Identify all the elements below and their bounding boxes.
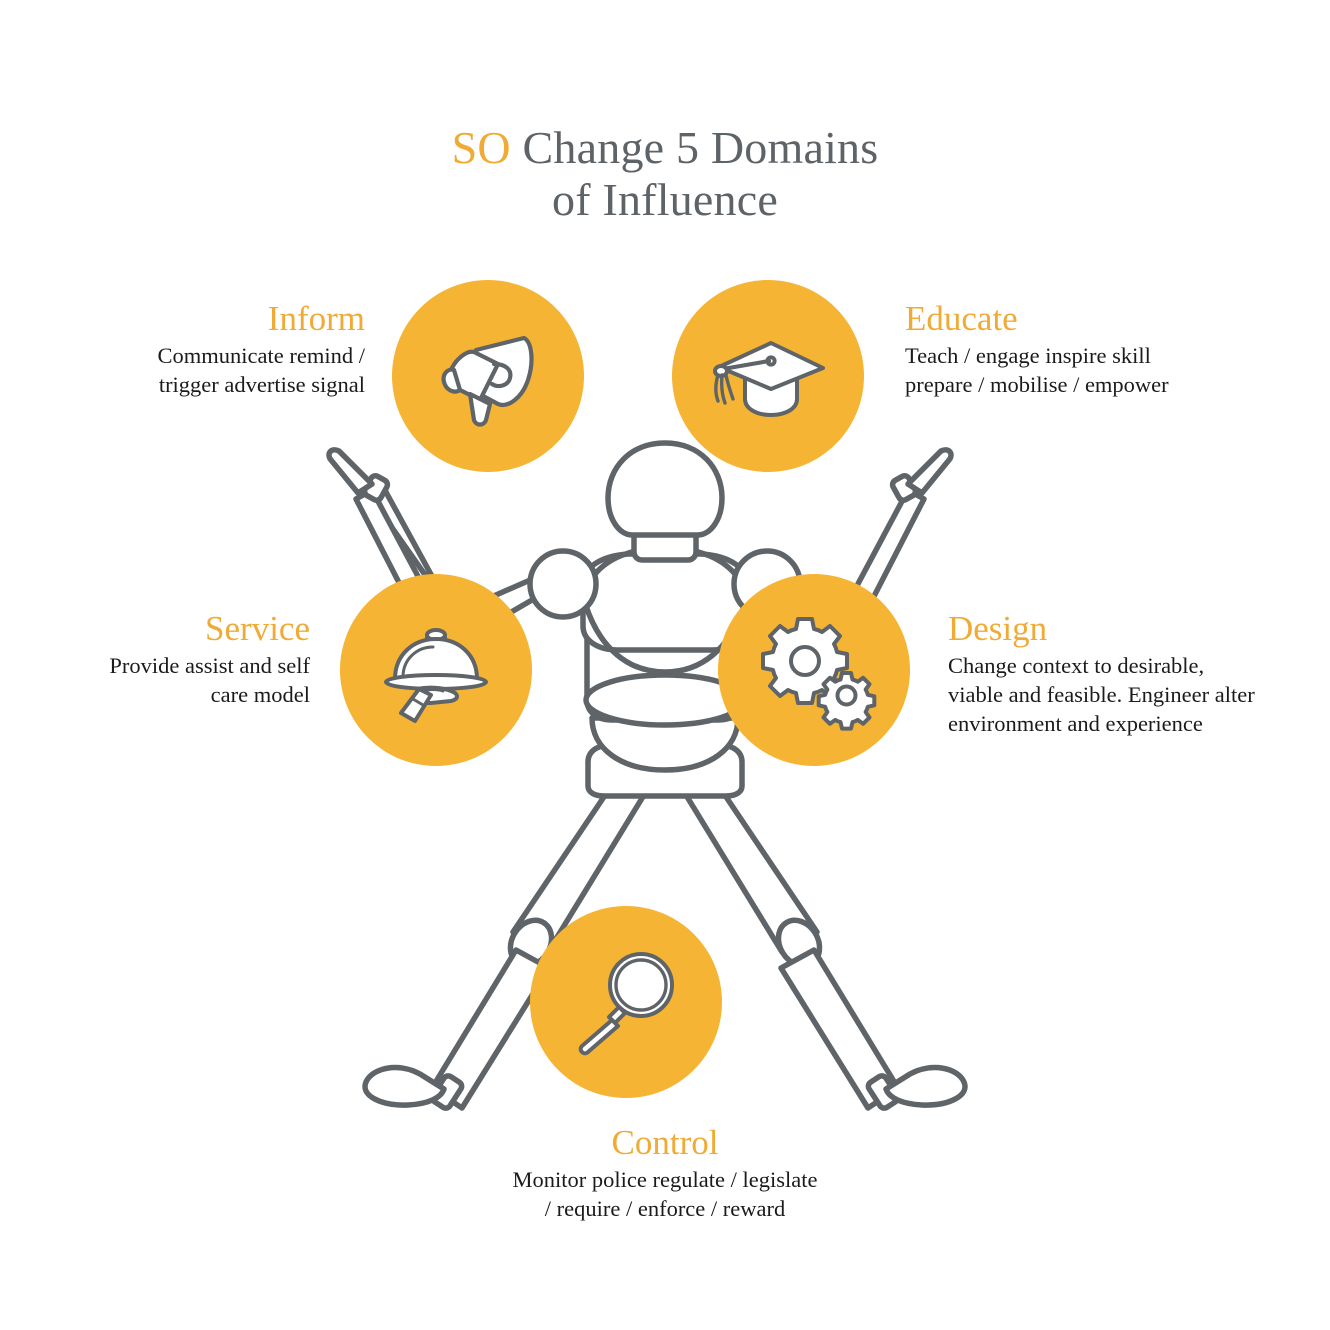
- domain-desc-control: Monitor police regulate / legislate / re…: [420, 1165, 910, 1224]
- domain-desc-line: Communicate remind /: [157, 342, 365, 368]
- serving-tray-icon: [384, 628, 488, 723]
- domain-desc-line: environment and experience: [948, 711, 1203, 737]
- domain-heading-inform: Inform: [267, 299, 365, 338]
- domain-text-design: Design Change context to desirable, viab…: [948, 610, 1278, 739]
- title-rest: Change 5 Domains: [510, 122, 879, 173]
- domain-desc-service: Provide assist and self care model: [30, 651, 310, 710]
- domain-circle-inform[interactable]: [392, 280, 584, 472]
- domain-text-inform: Inform Communicate remind / trigger adve…: [60, 300, 365, 399]
- domain-text-control: Control Monitor police regulate / legisl…: [420, 1124, 910, 1223]
- megaphone-icon: [441, 335, 534, 427]
- domain-desc-design: Change context to desirable, viable and …: [948, 651, 1278, 739]
- graduation-cap-icon: [713, 341, 825, 417]
- domain-text-service: Service Provide assist and self care mod…: [30, 610, 310, 709]
- domain-desc-line: prepare / mobilise / empower: [905, 372, 1169, 398]
- domain-desc-inform: Communicate remind / trigger advertise s…: [60, 341, 365, 400]
- domain-desc-line: Provide assist and self: [109, 652, 310, 678]
- gears-icon: [761, 617, 877, 731]
- domain-desc-line: trigger advertise signal: [158, 372, 365, 398]
- title-line-2: of Influence: [552, 173, 778, 225]
- domain-heading-educate: Educate: [905, 299, 1018, 338]
- domain-circle-control[interactable]: [530, 906, 722, 1098]
- domain-desc-line: / require / enforce / reward: [544, 1196, 786, 1222]
- domain-heading-design: Design: [948, 609, 1048, 648]
- domain-text-educate: Educate Teach / engage inspire skill pre…: [905, 300, 1245, 399]
- title-prefix: SO: [451, 122, 511, 173]
- domain-heading-service: Service: [205, 609, 310, 648]
- domain-desc-line: Change context to desirable,: [948, 652, 1205, 678]
- magnifying-glass-icon: [578, 952, 674, 1056]
- domain-circle-service[interactable]: [340, 574, 532, 766]
- domain-desc-line: viable and feasible. Engineer alter: [948, 682, 1255, 708]
- domain-desc-line: Teach / engage inspire skill: [905, 342, 1151, 368]
- page-title: SO Change 5 Domains of Influence: [0, 122, 1330, 225]
- domain-desc-line: Monitor police regulate / legislate: [512, 1166, 818, 1192]
- domain-circle-educate[interactable]: [672, 280, 864, 472]
- domain-circle-design[interactable]: [718, 574, 910, 766]
- domain-desc-line: care model: [210, 682, 310, 708]
- domain-desc-educate: Teach / engage inspire skill prepare / m…: [905, 341, 1245, 400]
- domain-heading-control: Control: [611, 1123, 719, 1162]
